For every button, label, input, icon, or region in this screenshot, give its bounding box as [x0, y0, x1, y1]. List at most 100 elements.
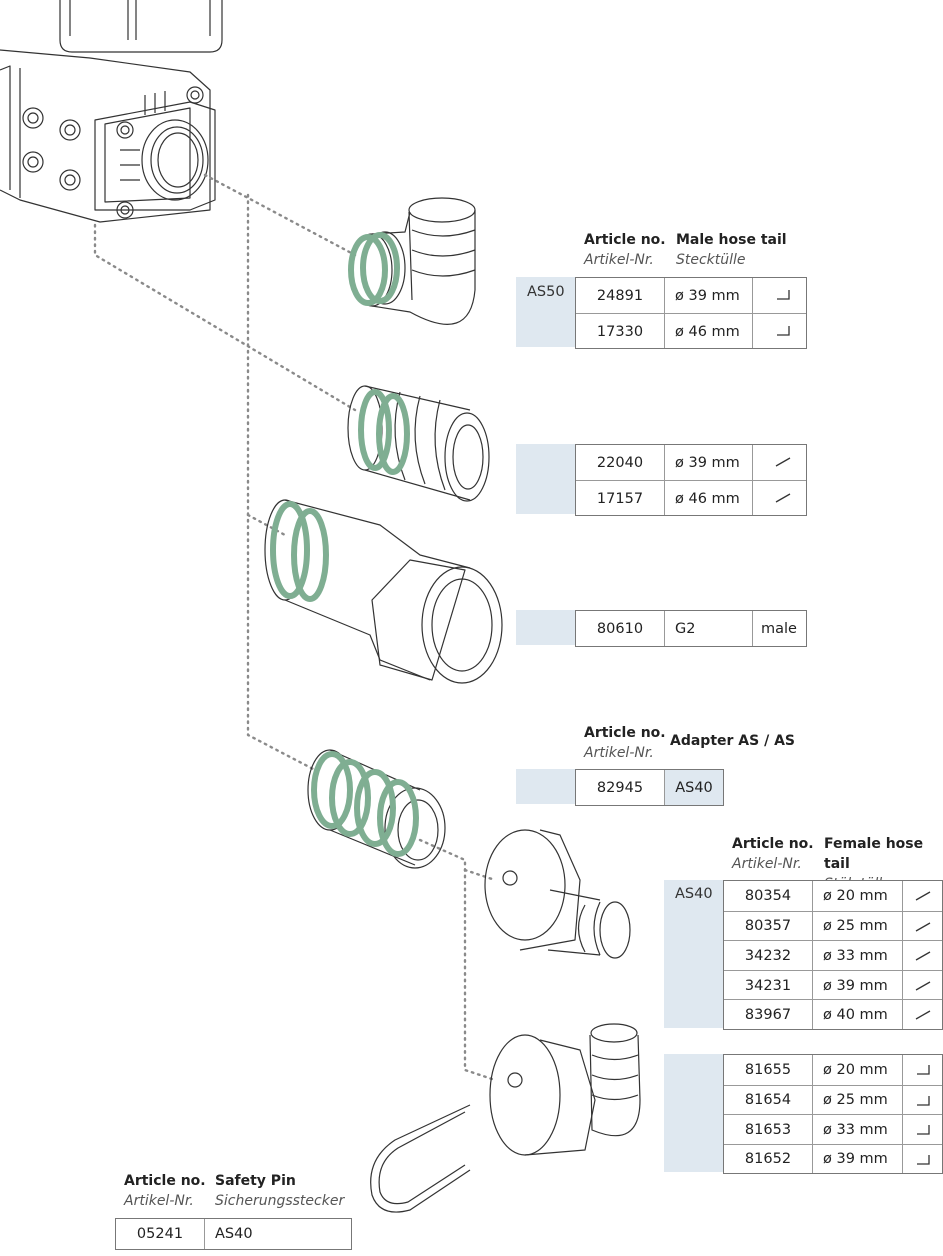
straight-icon — [915, 1010, 931, 1020]
straight-icon — [775, 457, 791, 467]
straight-icon — [915, 981, 931, 991]
female-hose-tail-illustration — [484, 829, 631, 959]
size: ø 40 mm — [823, 1007, 888, 1024]
article-header-de: Artikel-Nr. — [584, 252, 654, 268]
article-header-en: Article no. — [584, 232, 666, 248]
title-de: Stecktülle — [676, 252, 746, 268]
size: ø 25 mm — [823, 918, 888, 935]
table-row: 05241 AS40 — [116, 1219, 351, 1249]
coupling-band — [516, 277, 576, 347]
article-number: 22040 — [596, 454, 644, 471]
straight-icon — [775, 493, 791, 503]
pin-title: Safety Pin Sicherungsstecker — [215, 1171, 344, 1211]
size: ø 39 mm — [823, 977, 888, 994]
article-number: 34232 — [744, 947, 792, 964]
article-number: 34231 — [744, 977, 792, 994]
straight-hose-tail-illustration — [347, 385, 490, 502]
size: ø 39 mm — [675, 454, 740, 471]
angled-icon — [917, 1125, 930, 1135]
table-row: 81654 ø 25 mm — [724, 1084, 942, 1116]
male-section-title: Male hose tail Stecktülle — [676, 230, 787, 270]
article-number: 81654 — [744, 1092, 792, 1109]
article-number: 17157 — [596, 490, 644, 507]
pump-body-illustration — [0, 0, 223, 223]
coupling-band — [516, 444, 576, 514]
article-header-de: Artikel-Nr. — [124, 1193, 194, 1209]
angled-icon — [917, 1154, 930, 1165]
coupling-band — [664, 1054, 724, 1172]
article-number: 05241 — [136, 1226, 184, 1242]
coupling-band — [516, 610, 576, 645]
adapter-article-header: Article no. Artikel-Nr. — [584, 723, 666, 763]
article-number: 82945 — [596, 779, 644, 796]
coupling-band — [664, 880, 724, 1028]
size: ø 39 mm — [823, 1151, 888, 1168]
article-header-de: Artikel-Nr. — [732, 856, 802, 872]
size: ø 46 mm — [675, 490, 740, 507]
article-number: 17330 — [596, 323, 644, 340]
size: ø 33 mm — [823, 1121, 888, 1138]
article-header-en: Article no. — [732, 836, 814, 852]
male-section-article-header: Article no. Artikel-Nr. — [584, 230, 666, 270]
angled-icon — [917, 1065, 930, 1075]
size: ø 20 mm — [823, 887, 888, 904]
adapter-table: 82945 AS40 — [575, 769, 724, 806]
size: ø 39 mm — [675, 287, 740, 304]
table-row: 80357 ø 25 mm — [724, 910, 942, 942]
coupling-label: AS40 — [675, 886, 713, 902]
title-de: Sicherungsstecker — [215, 1193, 345, 1209]
article-number: 80354 — [744, 887, 792, 904]
table-row: 34232 ø 33 mm — [724, 940, 942, 971]
table-row: 81655 ø 20 mm — [724, 1055, 942, 1085]
article-number: 81655 — [744, 1061, 792, 1078]
straight-icon — [915, 891, 931, 901]
pin-table: 05241 AS40 — [115, 1218, 352, 1250]
coupling-band — [516, 769, 576, 804]
male-angled-table: 24891 ø 39 mm 17330 ø 46 mm — [575, 277, 807, 349]
angled-icon — [777, 290, 790, 300]
female-angled-table: 81655 ø 20 mm 81654 ø 25 mm 81653 ø 33 m… — [723, 1054, 943, 1174]
title-en: Female hose tail — [824, 836, 924, 872]
size: ø 46 mm — [675, 323, 740, 340]
article-header-en: Article no. — [584, 725, 666, 741]
size: ø 20 mm — [823, 1061, 888, 1078]
coupling-label: AS50 — [527, 284, 565, 300]
size: ø 33 mm — [823, 947, 888, 964]
table-row: 80354 ø 20 mm — [724, 881, 942, 911]
article-header-de: Artikel-Nr. — [584, 745, 654, 761]
straight-icon — [915, 922, 931, 932]
article-number: 81652 — [744, 1151, 792, 1168]
female-elbow-hose-tail-illustration — [489, 1023, 641, 1156]
table-row: 24891 ø 39 mm — [576, 278, 806, 313]
table-row: 34231 ø 39 mm — [724, 969, 942, 1001]
article-number: 24891 — [596, 287, 644, 304]
article-number: 83967 — [744, 1007, 792, 1024]
table-row: 17157 ø 46 mm — [576, 480, 806, 516]
article-header-en: Article no. — [124, 1173, 206, 1189]
safety-pin-illustration — [370, 1104, 471, 1213]
female-article-header: Article no. Artikel-Nr. — [732, 834, 814, 874]
table-row: 81652 ø 39 mm — [724, 1143, 942, 1175]
table-row: 83967 ø 40 mm — [724, 999, 942, 1030]
angled-icon — [777, 326, 790, 336]
thread-type: male — [761, 620, 797, 637]
female-straight-table: 80354 ø 20 mm 80357 ø 25 mm 34232 ø 33 m… — [723, 880, 943, 1030]
coupling-label: AS40 — [665, 770, 723, 805]
article-number: 81653 — [744, 1121, 792, 1138]
male-straight-table: 22040 ø 39 mm 17157 ø 46 mm — [575, 444, 807, 516]
table-row: 81653 ø 33 mm — [724, 1114, 942, 1145]
straight-icon — [915, 951, 931, 961]
article-number: 80357 — [744, 918, 792, 935]
table-row: 80610 G2 male — [576, 611, 806, 646]
coupling-label: AS40 — [215, 1226, 253, 1242]
thread-table: 80610 G2 male — [575, 610, 807, 647]
thread-size: G2 — [675, 620, 696, 637]
adapter-title: Adapter AS / AS — [670, 731, 795, 751]
as-adapter-illustration — [307, 749, 446, 869]
article-number: 80610 — [596, 620, 644, 637]
angled-icon — [917, 1095, 930, 1106]
title-en: Adapter AS / AS — [670, 733, 795, 749]
title-en: Safety Pin — [215, 1173, 296, 1189]
table-row: 82945 AS40 — [576, 770, 723, 805]
